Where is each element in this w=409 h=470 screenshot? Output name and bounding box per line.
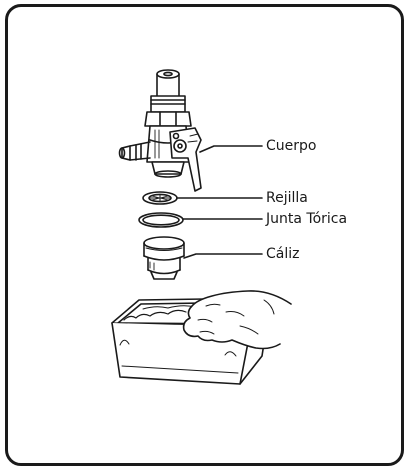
label-caliz: Cáliz: [266, 246, 300, 262]
label-rejilla: Rejilla: [266, 190, 308, 206]
o-ring-part: [138, 212, 184, 228]
hand: [182, 290, 292, 350]
cup-part: [143, 236, 185, 280]
leader-line-caliz: [183, 253, 263, 259]
illustration-frame: [5, 4, 404, 466]
strainer-part: [142, 191, 178, 205]
leader-line-cuerpo: [199, 145, 263, 153]
label-junta-torica: Junta Tórica: [266, 211, 348, 227]
tap-body-part: [118, 69, 202, 192]
label-cuerpo: Cuerpo: [266, 138, 317, 154]
